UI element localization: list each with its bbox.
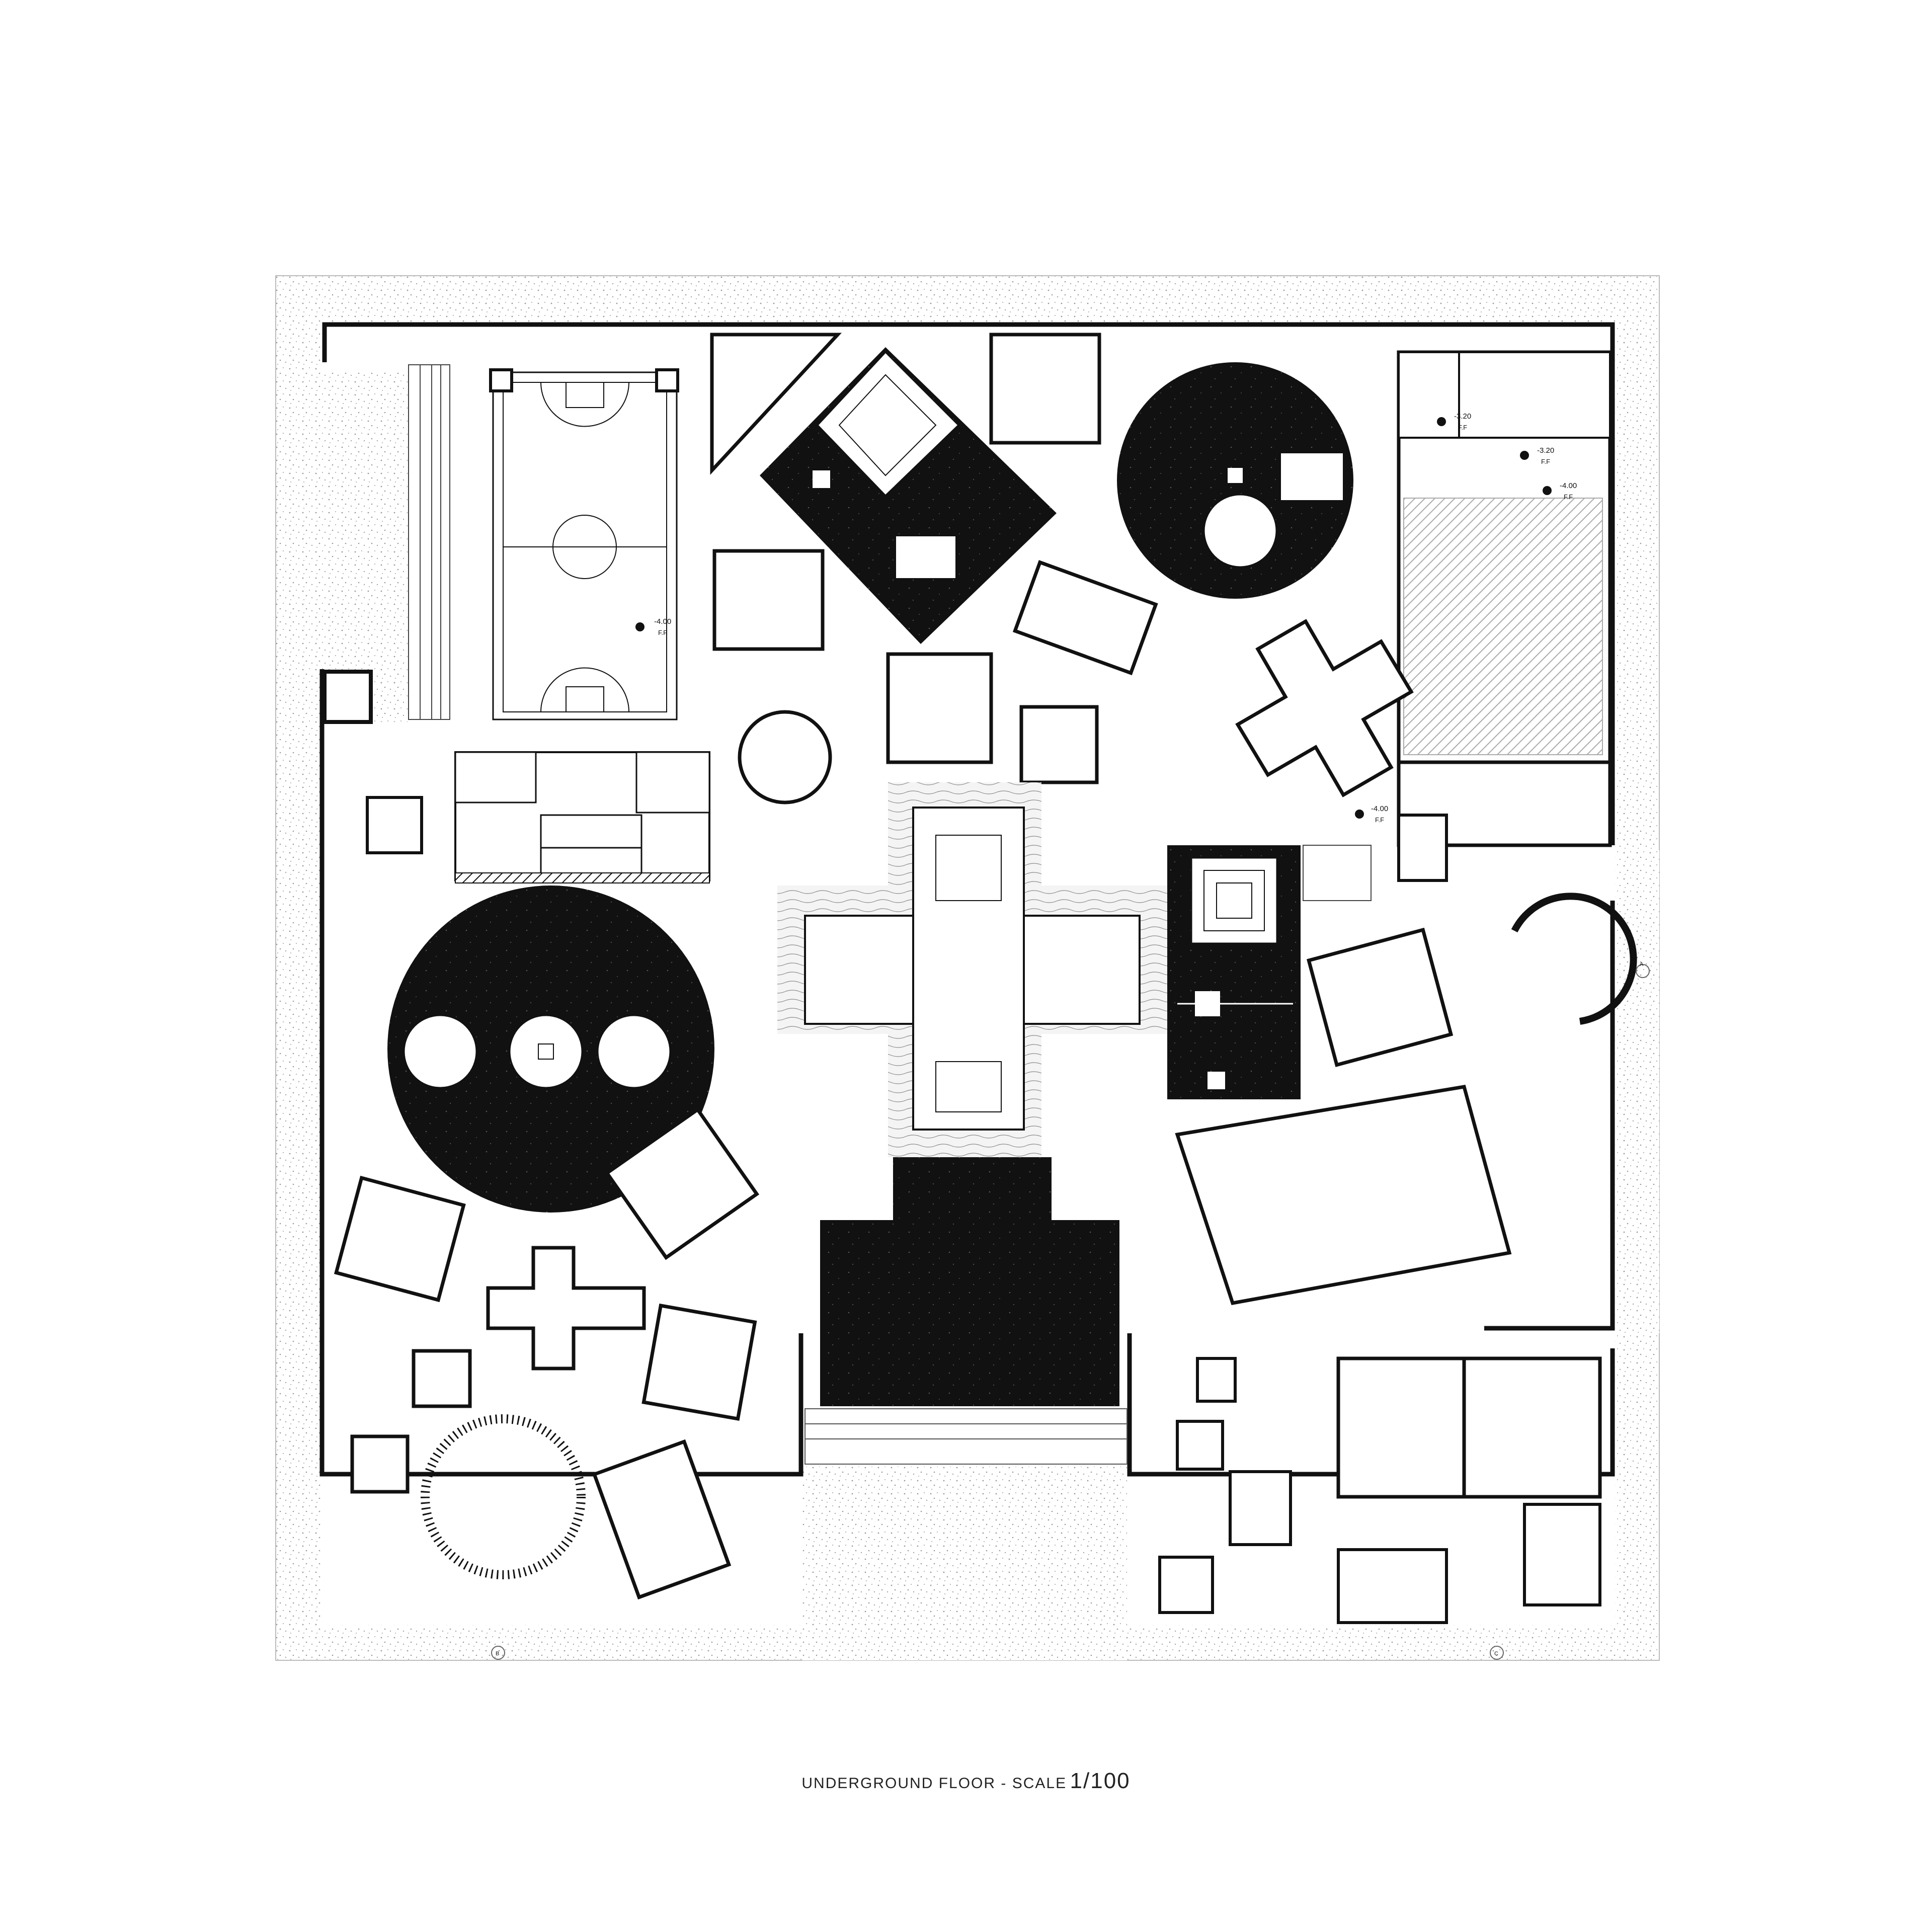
svg-text:C: C (1494, 1651, 1498, 1657)
round-room-east (1511, 893, 1637, 1025)
drawing-caption: UNDERGROUND FLOOR - SCALE 1/100 (0, 1768, 1932, 1794)
svg-text:F.F: F.F (1375, 816, 1384, 824)
colonnade-circle (421, 1414, 586, 1579)
level-mark-east: -4.00 F.F (1355, 804, 1388, 824)
level-mark-auditorium-upper: -3.20 F.F (1437, 412, 1471, 431)
service-block-west (366, 751, 710, 883)
grid-marker-c: C (1490, 1646, 1504, 1660)
svg-text:-4.00: -4.00 (654, 617, 671, 626)
sports-hall (408, 364, 679, 720)
caption-scale: 1/100 (1070, 1768, 1131, 1793)
central-black-block (804, 1157, 1128, 1465)
caption-text: UNDERGROUND FLOOR - SCALE (801, 1775, 1067, 1792)
svg-text:F.F: F.F (1541, 458, 1550, 465)
grid-marker-a: A (1636, 961, 1650, 978)
svg-text:-4.00: -4.00 (1560, 481, 1577, 490)
svg-text:F.F: F.F (1458, 424, 1467, 431)
circle-block-north (1117, 362, 1353, 599)
svg-text:-3.20: -3.20 (1537, 446, 1554, 455)
east-strip (1615, 850, 1659, 1333)
level-mark-auditorium-lower: -4.00 F.F (1543, 481, 1577, 501)
classroom-rotated (1012, 560, 1158, 676)
stair-east (1303, 845, 1372, 901)
grid-marker-b: B (491, 1646, 505, 1660)
central-cross-courtyard (777, 782, 1170, 1157)
classroom-group-central (712, 549, 1099, 804)
svg-text:F.F: F.F (658, 629, 667, 636)
classroom-group-southwest (334, 1107, 760, 1600)
west-garden (282, 370, 408, 722)
stair-core (323, 670, 373, 724)
level-mark-sports-hall: -4.00 F.F (635, 617, 671, 636)
triangle-room (710, 333, 842, 475)
classroom-east (1307, 927, 1454, 1067)
svg-text:F.F: F.F (1564, 493, 1573, 501)
level-mark-auditorium-mid: -3.20 F.F (1520, 446, 1554, 465)
circle-block-west (387, 886, 714, 1213)
auditorium (1397, 350, 1612, 882)
pyramid-block (1167, 845, 1301, 1099)
svg-text:B: B (496, 1651, 499, 1657)
south-garden (802, 1467, 1127, 1660)
cross-classroom-east (1235, 619, 1414, 797)
service-block-southeast (1158, 1356, 1602, 1624)
svg-text:A: A (1640, 961, 1644, 968)
classroom-north (989, 333, 1101, 445)
svg-text:-3.20: -3.20 (1454, 412, 1471, 421)
svg-text:-4.00: -4.00 (1371, 804, 1388, 813)
dining-hall (1175, 1085, 1512, 1305)
diamond-courtyard-block (760, 347, 1057, 644)
